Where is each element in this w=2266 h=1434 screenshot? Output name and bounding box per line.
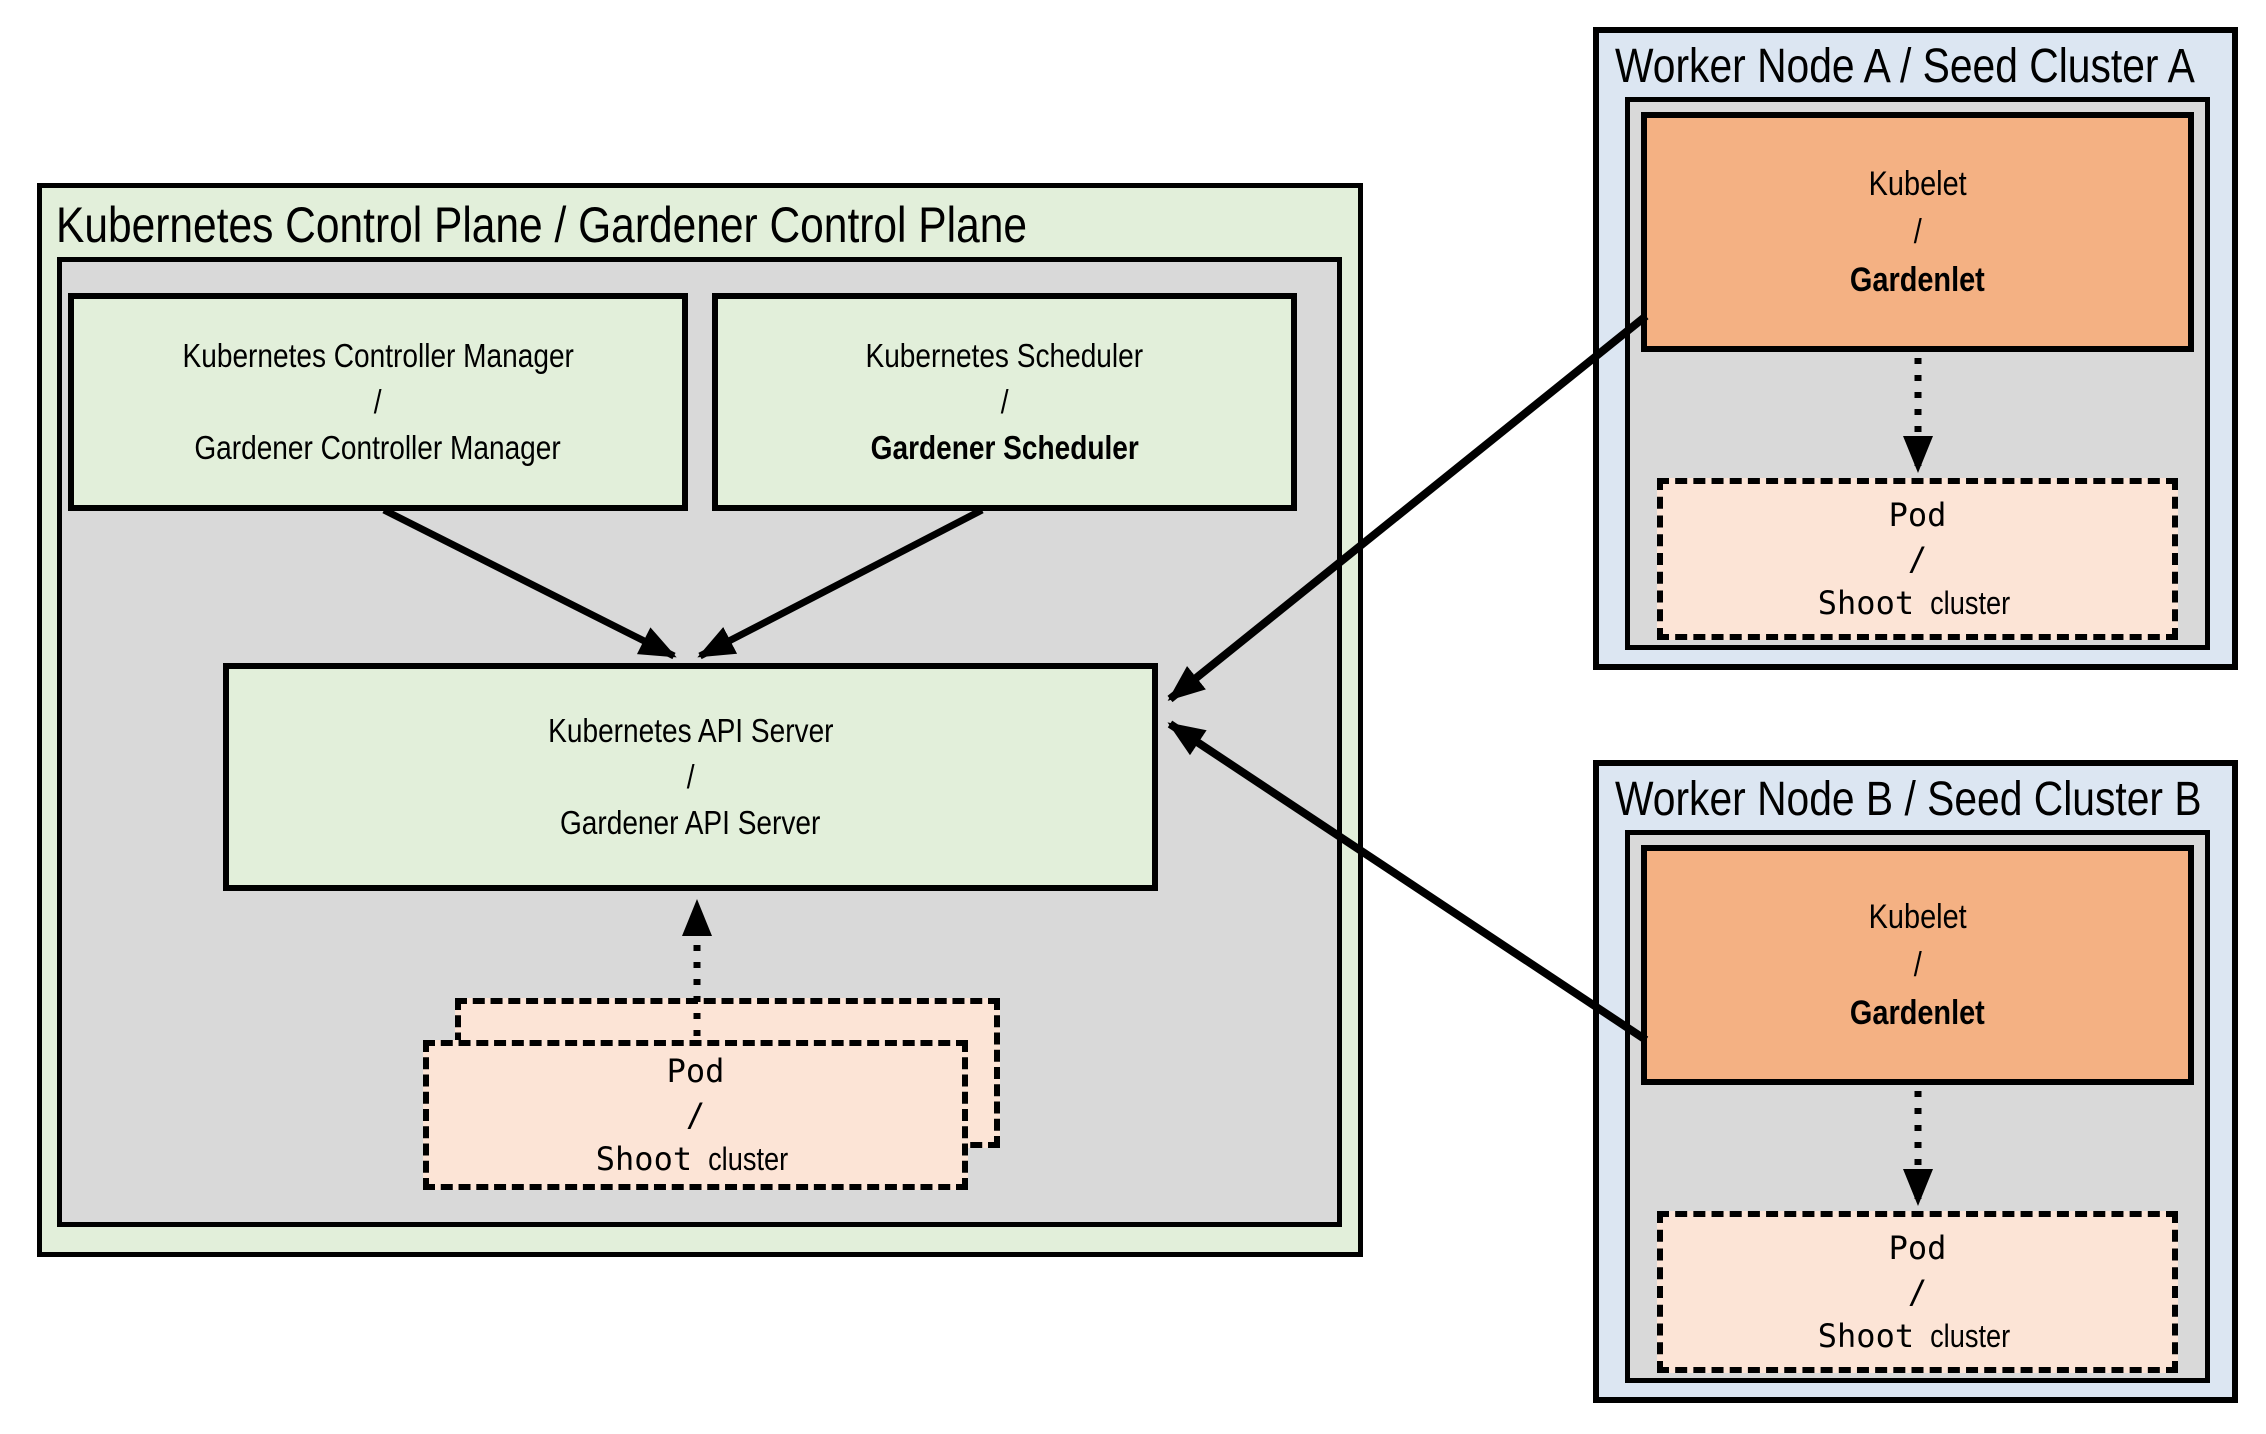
worker-node-a-title: Worker Node A / Seed Cluster A	[1615, 37, 2266, 97]
pod-line1: Pod	[1888, 496, 1947, 534]
pod-cluster: cluster	[1930, 1318, 2011, 1354]
controller-manager-line2: Gardener Controller Manager	[194, 429, 562, 466]
controller-manager-separator: /	[374, 383, 382, 420]
api-server-separator: /	[686, 758, 695, 795]
api-server-line2: Gardener API Server	[560, 804, 821, 841]
worker-node-b-title: Worker Node B / Seed Cluster B	[1615, 770, 2266, 830]
pod-shoot: Shoot	[595, 1140, 693, 1178]
control-plane-pod-box: Pod / Shoot cluster	[423, 1040, 968, 1190]
api-server-line1: Kubernetes API Server	[547, 712, 834, 749]
pod-shoot: Shoot	[1817, 584, 1915, 622]
worker-a-pod-label: Pod / Shoot cluster	[1663, 484, 2172, 634]
controller-manager-label: Kubernetes Controller Manager / Gardener…	[74, 299, 682, 505]
kubelet-a-line1: Kubelet	[1868, 165, 1967, 203]
scheduler-box: Kubernetes Scheduler / Gardener Schedule…	[712, 293, 1297, 511]
control-plane-title: Kubernetes Control Plane / Gardener Cont…	[56, 194, 1198, 256]
pod-separator: /	[1907, 1273, 1928, 1311]
kubelet-a-separator: /	[1913, 213, 1922, 251]
pod-cluster: cluster	[708, 1141, 789, 1177]
scheduler-line2: Gardener Scheduler	[870, 429, 1139, 466]
controller-manager-box: Kubernetes Controller Manager / Gardener…	[68, 293, 688, 511]
controller-manager-line1: Kubernetes Controller Manager	[182, 337, 574, 374]
worker-node-b-title-text: Worker Node B / Seed Cluster B	[1615, 773, 2202, 826]
pod-shoot: Shoot	[1817, 1317, 1915, 1355]
worker-node-a-title-text: Worker Node A / Seed Cluster A	[1615, 40, 2195, 93]
control-plane-title-text: Kubernetes Control Plane / Gardener Cont…	[56, 197, 1027, 253]
api-server-label: Kubernetes API Server / Gardener API Ser…	[229, 669, 1152, 885]
kubelet-b-line2: Gardenlet	[1850, 994, 1985, 1032]
kubelet-b-line1: Kubelet	[1868, 898, 1967, 936]
pod-line1: Pod	[1888, 1229, 1947, 1267]
scheduler-line1: Kubernetes Scheduler	[865, 337, 1144, 374]
pod-cluster: cluster	[1930, 585, 2011, 621]
kubelet-a-label: Kubelet / Gardenlet	[1647, 118, 2188, 346]
kubelet-b-separator: /	[1913, 946, 1922, 984]
worker-b-pod-label: Pod / Shoot cluster	[1663, 1217, 2172, 1367]
kubelet-a-line2: Gardenlet	[1850, 261, 1985, 299]
scheduler-separator: /	[1000, 383, 1009, 420]
pod-separator: /	[685, 1096, 706, 1134]
scheduler-label: Kubernetes Scheduler / Gardener Schedule…	[718, 299, 1291, 505]
api-server-box: Kubernetes API Server / Gardener API Ser…	[223, 663, 1158, 891]
worker-a-pod-box: Pod / Shoot cluster	[1657, 478, 2178, 640]
pod-separator: /	[1907, 540, 1928, 578]
kubelet-a-box: Kubelet / Gardenlet	[1641, 112, 2194, 352]
kubelet-b-label: Kubelet / Gardenlet	[1647, 851, 2188, 1079]
control-plane-pod-label: Pod / Shoot cluster	[429, 1046, 962, 1184]
pod-line1: Pod	[666, 1052, 725, 1090]
kubelet-b-box: Kubelet / Gardenlet	[1641, 845, 2194, 1085]
worker-b-pod-box: Pod / Shoot cluster	[1657, 1211, 2178, 1373]
